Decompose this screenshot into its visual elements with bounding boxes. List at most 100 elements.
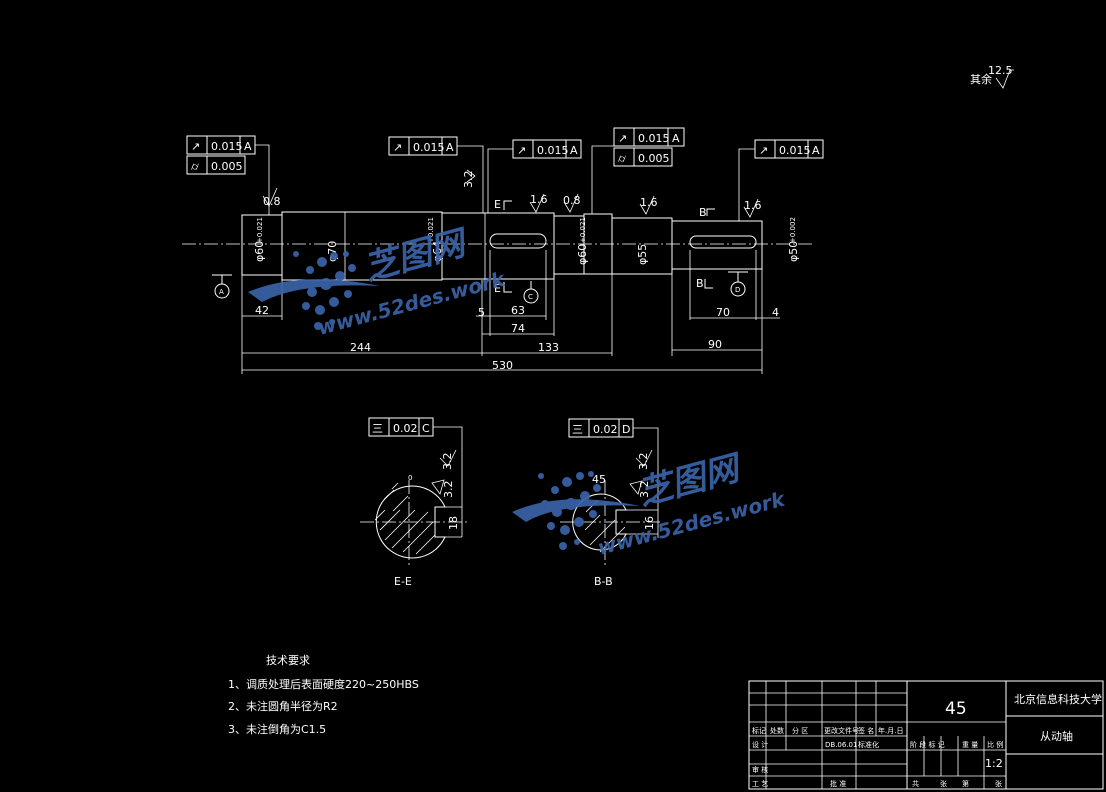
svg-text:张: 张	[995, 779, 1002, 788]
svg-text:0.02: 0.02	[393, 422, 418, 435]
section-marker-e: E E	[494, 198, 512, 295]
svg-text:C: C	[528, 293, 533, 301]
svg-text:A: A	[672, 132, 680, 145]
svg-text:更改文件号: 更改文件号	[824, 726, 859, 735]
svg-text:⌭: ⌭	[191, 160, 199, 173]
watermark: 芝图网 www.52des.work	[248, 222, 509, 340]
svg-text:↗: ↗	[191, 140, 200, 153]
svg-text:E: E	[494, 198, 501, 211]
surface-finish-marks: 0.8 3.2 1.6 0.8 1.6 1.6	[262, 169, 762, 218]
svg-text:标记: 标记	[752, 726, 766, 735]
svg-text:3.2: 3.2	[462, 171, 475, 189]
svg-text:审 核: 审 核	[752, 765, 768, 774]
svg-text:三: 三	[572, 423, 583, 436]
roughness-label: 其余	[970, 72, 992, 86]
svg-text:三: 三	[372, 422, 383, 435]
svg-text:共: 共	[912, 779, 919, 788]
dimension-lines: 42 244 530 5 63 74 133 70 4 90	[241, 250, 780, 374]
svg-text:0.8: 0.8	[563, 194, 581, 207]
svg-text:↗: ↗	[618, 132, 627, 145]
section-marker-b: B B	[696, 206, 715, 290]
svg-text:0.02: 0.02	[593, 423, 618, 436]
svg-text:+0.021: +0.021	[256, 217, 264, 243]
svg-text:1.6: 1.6	[530, 193, 548, 206]
svg-text:A: A	[812, 144, 820, 157]
school-name: 北京信息科技大学	[1014, 692, 1102, 706]
roughness-symbol: 12.5	[988, 64, 1014, 89]
title-block: 45 北京信息科技大学 从动轴 1:2 DB.06.01 标记 处数 分 区 更…	[748, 680, 1104, 790]
svg-text:↗: ↗	[759, 144, 768, 157]
svg-text:0.015: 0.015	[638, 132, 670, 145]
svg-text:70: 70	[716, 306, 730, 319]
svg-text:63: 63	[511, 304, 525, 317]
svg-text:1.6: 1.6	[744, 199, 762, 212]
svg-text:4: 4	[772, 306, 779, 319]
svg-text:133: 133	[538, 341, 559, 354]
svg-text:阶 段 标 记: 阶 段 标 记	[910, 740, 945, 749]
svg-text:0.005: 0.005	[638, 152, 670, 165]
svg-text:工 艺: 工 艺	[752, 780, 768, 788]
svg-text:74: 74	[511, 322, 525, 335]
datum-a: A	[212, 274, 232, 299]
svg-text:0.8: 0.8	[263, 195, 281, 208]
svg-text:3、未注倒角为C1.5: 3、未注倒角为C1.5	[228, 722, 326, 736]
material-label: 45	[945, 699, 967, 719]
datum-c: C	[523, 281, 539, 304]
tech-requirements: 技术要求 1、调质处理后表面硬度220~250HBS 2、未注圆角半径为R2 3…	[228, 654, 419, 736]
part-name: 从动轴	[1040, 729, 1073, 743]
svg-text:φ60: φ60	[253, 241, 266, 262]
svg-text:⌭: ⌭	[618, 152, 626, 165]
section-ee: 三 0.02 C 18 0 3.2 3.2 E-E	[360, 417, 470, 588]
svg-text:3.2: 3.2	[638, 481, 651, 499]
svg-text:45: 45	[592, 473, 606, 486]
svg-text:处数: 处数	[770, 726, 784, 735]
svg-text:比 例: 比 例	[987, 740, 1003, 749]
svg-text:18: 18	[447, 516, 460, 530]
svg-text:+0.021: +0.021	[579, 217, 587, 243]
svg-text:2、未注圆角半径为R2: 2、未注圆角半径为R2	[228, 699, 338, 713]
svg-text:3.2: 3.2	[442, 481, 455, 499]
svg-text:0.015: 0.015	[413, 141, 445, 154]
svg-text:↗: ↗	[393, 141, 402, 154]
svg-text:B: B	[696, 277, 704, 290]
svg-text:3.2: 3.2	[441, 453, 454, 471]
svg-text:530: 530	[492, 359, 513, 372]
svg-text:B: B	[699, 206, 707, 219]
svg-text:φ55: φ55	[636, 244, 649, 265]
svg-text:0.015: 0.015	[779, 144, 811, 157]
svg-text:↗: ↗	[517, 144, 526, 157]
svg-text:0: 0	[408, 474, 412, 482]
datum-d: D	[728, 271, 748, 297]
svg-text:A: A	[570, 144, 578, 157]
svg-text:A: A	[219, 288, 224, 296]
svg-text:φ64: φ64	[431, 241, 444, 262]
svg-text:0.015: 0.015	[537, 144, 569, 157]
svg-text:A: A	[446, 141, 454, 154]
svg-text:D: D	[735, 286, 740, 294]
svg-text:0.015: 0.015	[211, 140, 243, 153]
svg-text:A: A	[244, 140, 252, 153]
watermark: 芝图网 www.52des.work	[512, 447, 789, 560]
svg-text:技术要求: 技术要求	[266, 654, 310, 667]
svg-text:5: 5	[478, 306, 485, 319]
svg-text:+0.021: +0.021	[427, 217, 435, 243]
svg-text:16: 16	[643, 516, 656, 530]
svg-text:张: 张	[940, 779, 947, 788]
svg-text:12.5: 12.5	[988, 64, 1013, 77]
svg-text:90: 90	[708, 338, 722, 351]
section-title-bb: B-B	[594, 575, 613, 588]
svg-text:42: 42	[255, 304, 269, 317]
svg-text:E: E	[494, 282, 501, 295]
svg-text:1.6: 1.6	[640, 196, 658, 209]
svg-text:D: D	[622, 423, 630, 436]
section-title-ee: E-E	[394, 575, 412, 588]
svg-text:批 准: 批 准	[830, 779, 846, 788]
svg-text:244: 244	[350, 341, 371, 354]
svg-text:3.2: 3.2	[637, 453, 650, 471]
svg-text:C: C	[422, 422, 430, 435]
